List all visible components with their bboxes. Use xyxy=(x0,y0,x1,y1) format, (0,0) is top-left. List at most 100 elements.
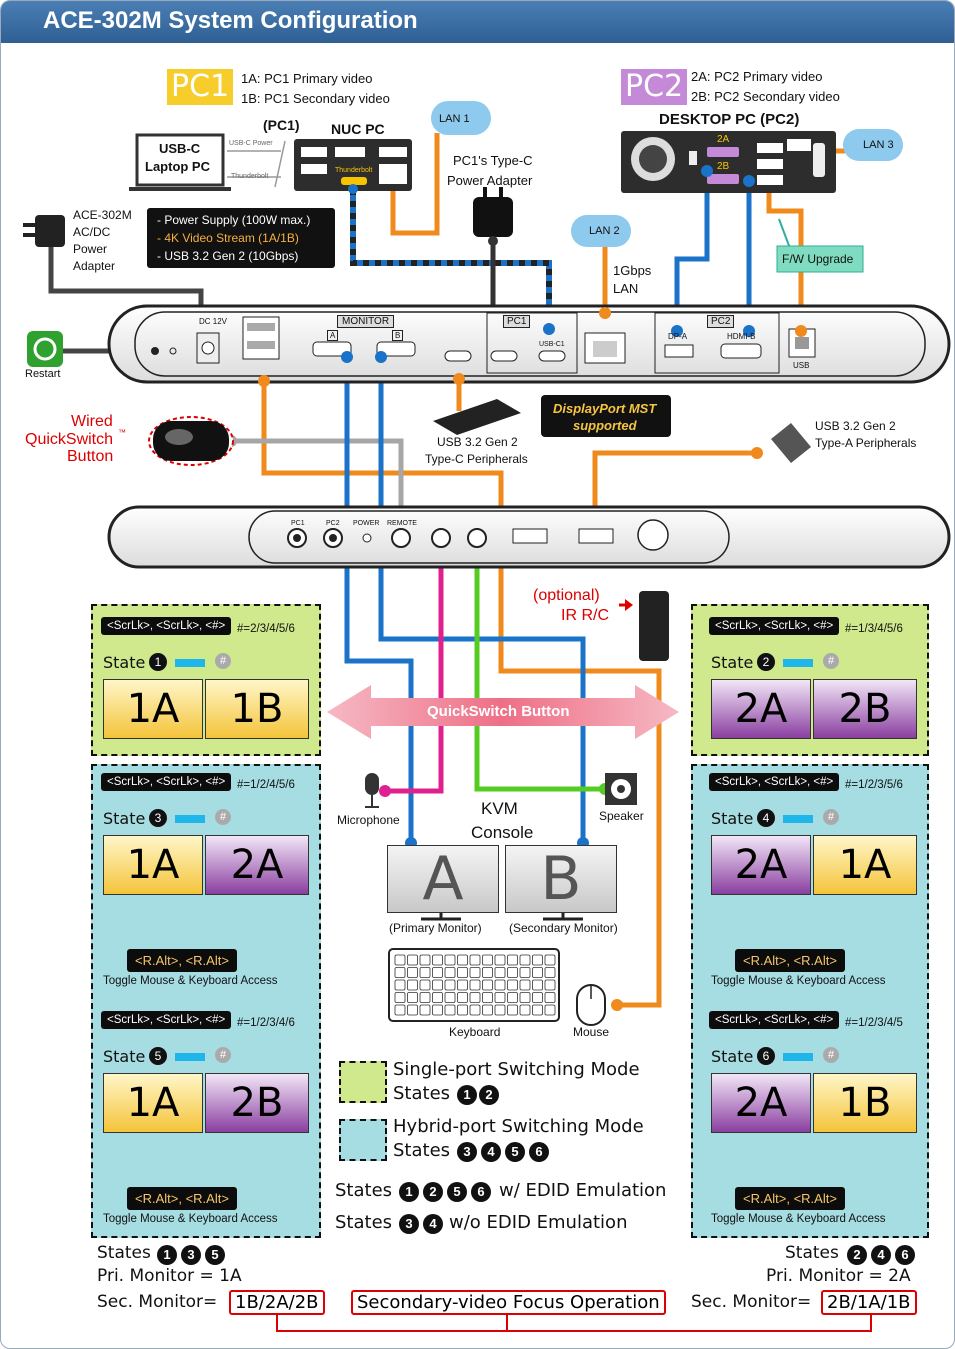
keyboard-key xyxy=(507,992,518,1003)
keyboard-key xyxy=(394,992,406,1003)
edid-without-label: w/o EDID Emulation xyxy=(449,1212,628,1233)
keyboard-key xyxy=(469,979,481,991)
state-number: 5 xyxy=(149,1047,167,1065)
lan2-label: LAN 2 xyxy=(589,225,620,237)
ralt-hotkey: <R.Alt>, <R.Alt> xyxy=(127,949,237,972)
keyboard-key xyxy=(407,992,418,1003)
adapter-label-3: Power xyxy=(73,242,108,256)
keyboard-key xyxy=(494,992,506,1003)
keyboard-key xyxy=(482,954,493,966)
keyboard-key xyxy=(432,954,443,966)
ir-remote xyxy=(639,591,669,661)
state-arrow xyxy=(783,815,813,823)
state-left-monitor: 2A xyxy=(711,1073,811,1133)
restart-label: Restart xyxy=(25,368,61,380)
state-number-badge: 4 xyxy=(481,1142,501,1162)
state-left-monitor: 1A xyxy=(103,679,203,739)
state-left-monitor: 2A xyxy=(711,679,811,739)
state-hash-note: #=1/2/3/4/5 xyxy=(845,1017,903,1029)
typec-adapter xyxy=(473,197,513,237)
state-arrow xyxy=(175,659,205,667)
lan3-cloud xyxy=(843,129,903,161)
keyboard-key xyxy=(482,967,493,978)
state-number-badge: 4 xyxy=(423,1214,443,1234)
state-left-monitor: 2A xyxy=(711,835,811,895)
legend-hybrid-label: Hybrid-port Switching Mode xyxy=(393,1116,644,1137)
keyboard-key xyxy=(444,967,456,978)
laptop-label-2: Laptop PC xyxy=(145,159,210,174)
pc2-dp-cable xyxy=(674,171,710,331)
keyboard-key xyxy=(457,1004,468,1016)
state-left-monitor: 1A xyxy=(103,1073,203,1133)
spec-power: - Power Supply (100W max.) xyxy=(157,213,311,227)
keyboard-key xyxy=(432,967,443,978)
laptop-label-1: USB-C xyxy=(159,141,201,156)
state-arrow xyxy=(783,659,813,667)
keyboard-key xyxy=(494,967,506,978)
typea-periph-label-2: Type-A Peripherals xyxy=(815,436,917,450)
console-label: Console xyxy=(471,823,534,842)
legend-single-swatch xyxy=(339,1061,387,1103)
keyboard-key xyxy=(532,1004,543,1016)
keyboard-key xyxy=(394,979,406,991)
keyboard-key xyxy=(444,979,456,991)
state-label: State xyxy=(103,809,146,828)
state-hotkey: <ScrLk>, <ScrLk>, <#> xyxy=(101,1011,232,1029)
summary-left-states: States xyxy=(97,1243,151,1263)
state-number-badge: 5 xyxy=(505,1142,525,1162)
hdmi-b-port xyxy=(376,341,416,357)
restart-button[interactable] xyxy=(27,331,63,367)
keyboard-key xyxy=(407,954,418,966)
mouse-label: Mouse xyxy=(573,1025,610,1039)
state-number: 3 xyxy=(149,809,167,827)
keyboard-key xyxy=(407,967,418,978)
state-hotkey: <ScrLk>, <ScrLk>, <#> xyxy=(101,773,232,791)
front-remote-label: REMOTE xyxy=(387,520,417,527)
speaker-jack xyxy=(467,528,487,548)
keyboard-key xyxy=(444,1004,456,1016)
state-right-monitor: 1B xyxy=(205,679,309,739)
keyboard-key xyxy=(519,979,531,991)
state-hotkey: <ScrLk>, <ScrLk>, <#> xyxy=(101,617,232,635)
keyboard-key xyxy=(482,1004,493,1016)
state-left-monitor: 1A xyxy=(103,835,203,895)
lan2-cloud xyxy=(571,215,631,247)
speaker-label: Speaker xyxy=(599,809,644,823)
keyboard-key xyxy=(507,967,518,978)
keyboard-key xyxy=(457,979,468,991)
front-pc2-label: PC2 xyxy=(326,520,340,527)
keyboard-key xyxy=(432,1004,443,1016)
typea-periph-label-1: USB 3.2 Gen 2 xyxy=(815,419,896,433)
state-right-monitor: 1B xyxy=(813,1073,917,1133)
state-number-badge: 3 xyxy=(399,1214,419,1234)
state-number: 4 xyxy=(757,809,775,827)
state-number-badge: 2 xyxy=(847,1245,867,1265)
keyboard-key xyxy=(507,979,518,991)
state-hash-icon: # xyxy=(823,809,839,825)
dc-label: DC 12V xyxy=(199,317,228,326)
state-arrow xyxy=(783,1053,813,1061)
legend-single-states: States xyxy=(393,1083,451,1104)
acdc-adapter xyxy=(35,215,65,247)
state-number-badge: 6 xyxy=(471,1182,491,1202)
keyboard-key xyxy=(457,992,468,1003)
summary-left-sec: Sec. Monitor= xyxy=(97,1292,218,1312)
keyboard-key xyxy=(394,954,406,966)
monitor-label: MONITOR xyxy=(337,315,395,328)
state-hash-icon: # xyxy=(823,1047,839,1063)
edid-with-states: States xyxy=(335,1180,393,1201)
state-label: State xyxy=(711,1047,754,1066)
remote-cable xyxy=(231,438,404,521)
monitor-b: B xyxy=(505,845,617,913)
ralt-hotkey: <R.Alt>, <R.Alt> xyxy=(735,949,845,972)
summary-right-sec: Sec. Monitor= xyxy=(691,1292,812,1312)
title-bar: ACE-302M System Configuration xyxy=(1,1,954,43)
lan3-label: LAN 3 xyxy=(863,139,894,151)
hdmi-a-port xyxy=(312,341,352,357)
summary-left-box: 1B/2A/2B xyxy=(229,1290,325,1315)
lan-speed-unit: LAN xyxy=(613,281,639,296)
lan-speed: 1Gbps xyxy=(613,263,652,278)
front-power-label: POWER xyxy=(353,520,380,527)
ralt-hotkey: <R.Alt>, <R.Alt> xyxy=(735,1187,845,1210)
lan1-cloud xyxy=(431,101,491,135)
